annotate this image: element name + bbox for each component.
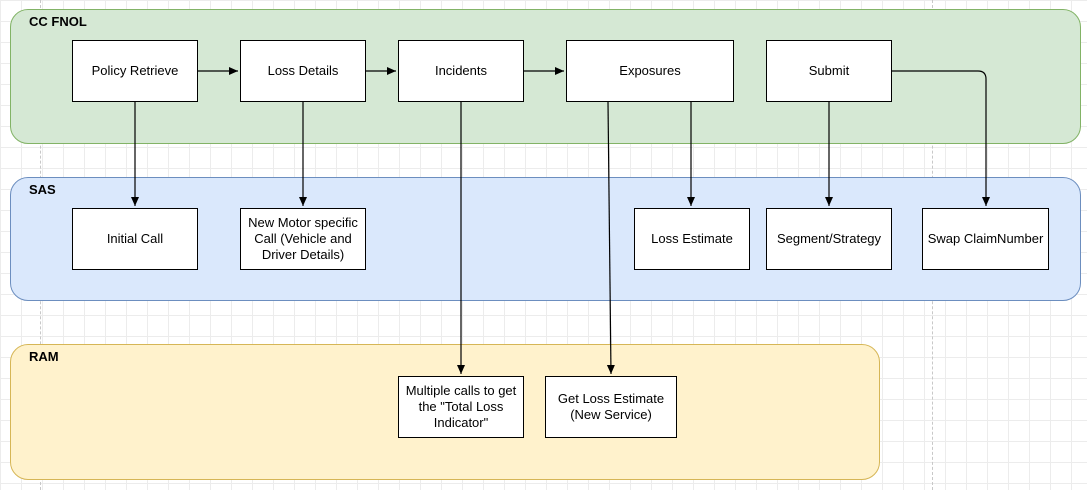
node-incidents[interactable]: Incidents: [398, 40, 524, 102]
node-new-motor-call[interactable]: New Motor specific Call (Vehicle and Dri…: [240, 208, 366, 270]
node-submit[interactable]: Submit: [766, 40, 892, 102]
lane-title-ram: RAM: [29, 349, 59, 364]
lane-title-sas: SAS: [29, 182, 56, 197]
node-policy-retrieve[interactable]: Policy Retrieve: [72, 40, 198, 102]
node-loss-estimate[interactable]: Loss Estimate: [634, 208, 750, 270]
node-swap-claimnumber[interactable]: Swap ClaimNumber: [922, 208, 1049, 270]
node-initial-call[interactable]: Initial Call: [72, 208, 198, 270]
node-segment-strategy[interactable]: Segment/Strategy: [766, 208, 892, 270]
node-total-loss-calls[interactable]: Multiple calls to get the "Total Loss In…: [398, 376, 524, 438]
node-loss-details[interactable]: Loss Details: [240, 40, 366, 102]
node-exposures[interactable]: Exposures: [566, 40, 734, 102]
lane-title-cc-fnol: CC FNOL: [29, 14, 87, 29]
node-get-loss-estimate[interactable]: Get Loss Estimate (New Service): [545, 376, 677, 438]
